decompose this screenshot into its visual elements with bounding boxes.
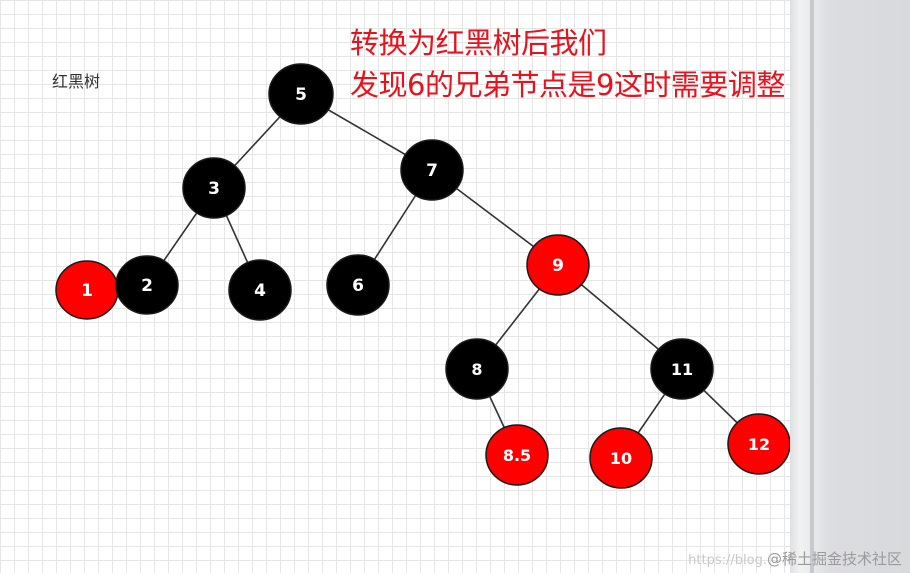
node-circle-n11 — [650, 338, 714, 400]
watermark-url: https://blog. — [688, 553, 767, 568]
node-label-n5: 5 — [295, 85, 307, 105]
node-circle-n5 — [268, 63, 334, 125]
tree-node-n11: 11 — [650, 338, 714, 400]
node-label-n1: 1 — [81, 281, 93, 301]
panel-seam — [810, 0, 814, 573]
node-label-n85: 8.5 — [503, 446, 531, 465]
node-label-n11: 11 — [671, 360, 693, 379]
tree-node-n4: 4 — [228, 259, 292, 321]
grid-canvas — [0, 0, 790, 573]
node-label-n2: 2 — [141, 276, 153, 296]
tree-node-n5: 5 — [268, 63, 334, 125]
node-circle-n7 — [400, 139, 464, 201]
node-circle-n10 — [589, 427, 653, 489]
diagram-label: 红黑树 — [52, 72, 101, 91]
node-label-n6: 6 — [352, 276, 364, 296]
node-label-n10: 10 — [610, 449, 632, 468]
node-circle-n4 — [228, 259, 292, 321]
annotation-line-2: 发现6的兄弟节点是9这时需要调整 — [350, 68, 785, 102]
tree-node-n3: 3 — [182, 157, 246, 219]
tree-node-n8: 8 — [445, 338, 509, 400]
node-circle-n2 — [115, 255, 179, 315]
tree-node-n2: 2 — [115, 255, 179, 315]
watermark-text: @稀土掘金技术社区 — [766, 550, 902, 568]
node-circle-n85 — [485, 424, 549, 486]
node-circle-n9 — [526, 234, 590, 296]
tree-node-n10: 10 — [589, 427, 653, 489]
node-circle-n3 — [182, 157, 246, 219]
node-label-n8: 8 — [471, 360, 482, 379]
tree-node-n85: 8.5 — [485, 424, 549, 486]
node-circle-n8 — [445, 338, 509, 400]
tree-node-n7: 7 — [400, 139, 464, 201]
annotation-line-1: 转换为红黑树后我们 — [350, 26, 607, 60]
watermark: https://blog.@稀土掘金技术社区 — [688, 548, 902, 569]
node-label-n4: 4 — [254, 281, 266, 301]
node-circle-n6 — [326, 254, 390, 316]
node-label-n9: 9 — [552, 256, 564, 276]
node-label-n3: 3 — [208, 179, 220, 199]
node-label-n7: 7 — [426, 161, 438, 181]
tree-node-n1: 1 — [55, 260, 119, 320]
tree-node-n12: 12 — [727, 413, 790, 475]
tree-node-n6: 6 — [326, 254, 390, 316]
node-circle-n12 — [727, 413, 790, 475]
node-label-n12: 12 — [748, 435, 770, 454]
tree-node-n9: 9 — [526, 234, 590, 296]
right-side-panel — [790, 0, 910, 573]
